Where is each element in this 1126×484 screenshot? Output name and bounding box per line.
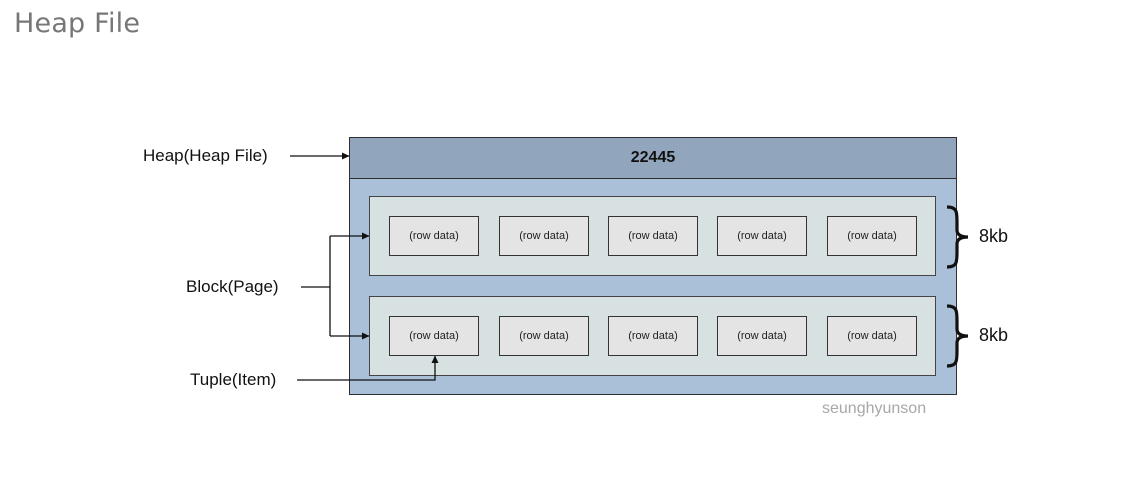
block-size-label: 8kb (979, 325, 1009, 345)
heap-label: Heap(Heap File) (143, 146, 268, 165)
page-title: Heap File (14, 8, 141, 39)
tuple-text: (row data) (519, 330, 569, 342)
brace-icon (946, 304, 969, 368)
block-page-2: (row data) (row data) (row data) (row da… (369, 296, 936, 376)
tuple-arrow (297, 355, 439, 381)
tuple-text: (row data) (737, 230, 787, 242)
tuple-text: (row data) (847, 230, 897, 242)
tuple-item: (row data) (389, 216, 479, 256)
tuple-text: (row data) (409, 330, 459, 342)
block-label: Block(Page) (186, 277, 279, 296)
block-size-label: 8kb (979, 226, 1009, 246)
tuple-item: (row data) (499, 216, 589, 256)
tuple-text: (row data) (737, 330, 787, 342)
tuple-text: (row data) (409, 230, 459, 242)
tuple-label: Tuple(Item) (190, 370, 277, 389)
tuple-item: (row data) (827, 316, 917, 356)
heap-id: 22445 (630, 149, 676, 166)
tuple-text: (row data) (847, 330, 897, 342)
tuple-item: (row data) (608, 216, 698, 256)
tuple-item: (row data) (717, 316, 807, 356)
tuple-text: (row data) (519, 230, 569, 242)
watermark: seunghyunson (822, 400, 927, 417)
heap-header: 22445 (350, 138, 956, 179)
tuple-item: (row data) (608, 316, 698, 356)
brace-icon (946, 205, 969, 269)
tuple-text: (row data) (628, 330, 678, 342)
tuple-item: (row data) (827, 216, 917, 256)
tuple-item: (row data) (389, 316, 479, 356)
tuple-item: (row data) (717, 216, 807, 256)
tuple-item: (row data) (499, 316, 589, 356)
block-page-1: (row data) (row data) (row data) (row da… (369, 196, 936, 276)
tuple-text: (row data) (628, 230, 678, 242)
